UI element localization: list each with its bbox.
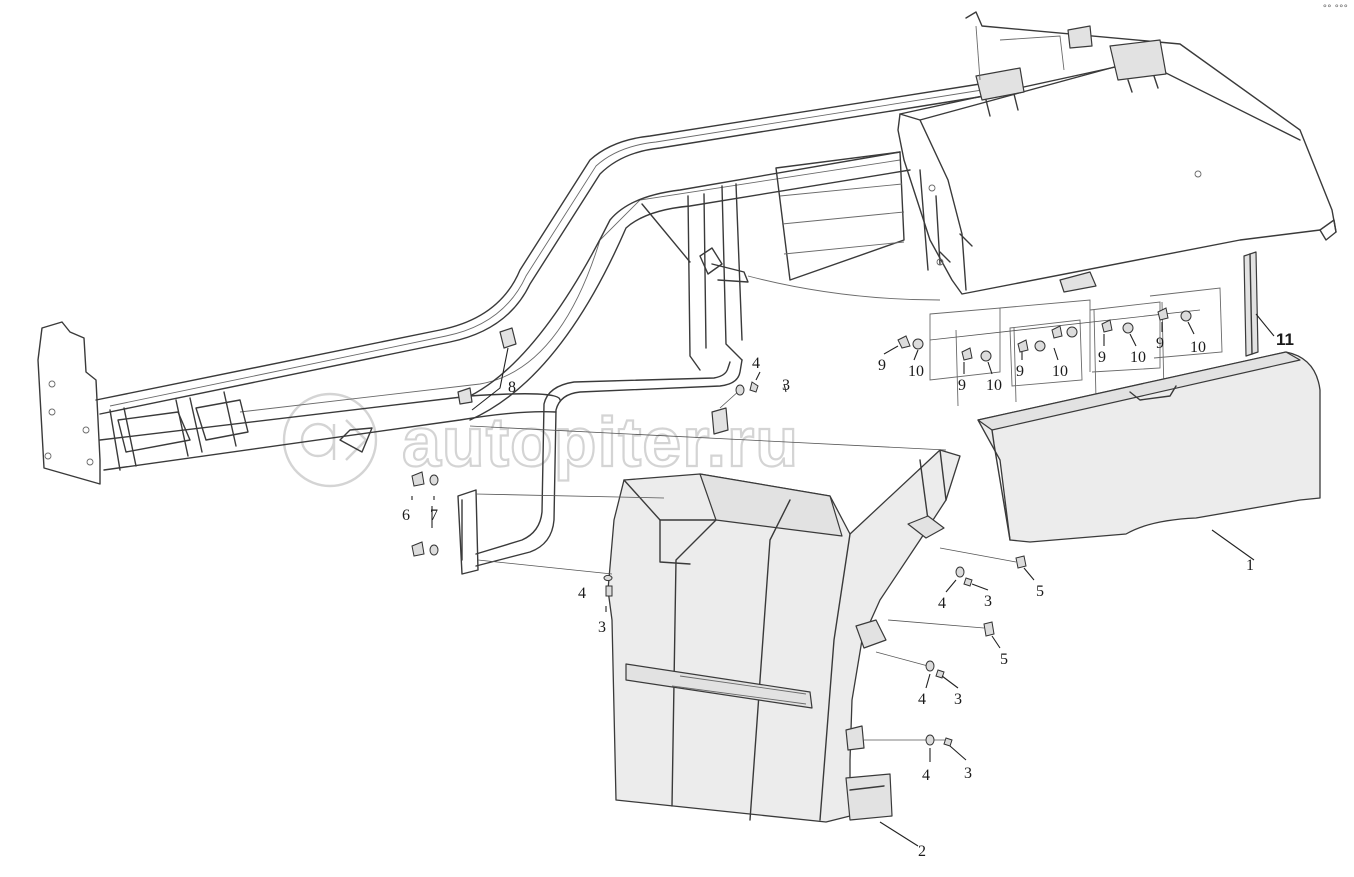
callout-9: 9 [1016, 363, 1024, 380]
callout-3: 3 [954, 691, 962, 708]
callout-5: 5 [1036, 583, 1044, 600]
callout-7: 7 [430, 507, 438, 524]
callout-4: 4 [922, 767, 930, 784]
callout-10: 10 [1130, 349, 1146, 366]
callout-10: 10 [1052, 363, 1068, 380]
rear-wheel-fender [977, 351, 1321, 543]
mounting-brackets [929, 287, 1223, 407]
assembly-lines [469, 389, 1017, 741]
fasteners [411, 307, 1192, 747]
callout-10: 10 [1190, 339, 1206, 356]
chassis-frame [37, 75, 1001, 575]
callout-8: 8 [508, 379, 516, 396]
callout-4: 4 [578, 585, 586, 602]
watermark-text: autopiter.ru [402, 403, 799, 481]
callout-4: 4 [752, 355, 760, 372]
callout-6: 6 [402, 507, 410, 524]
callout-9: 9 [878, 357, 886, 374]
callout-9: 9 [958, 377, 966, 394]
corner-mark: °° °°° [1322, 4, 1348, 14]
callout-ticks [605, 321, 1195, 762]
callout-1: 1 [1246, 557, 1254, 574]
callout-5: 5 [1000, 651, 1008, 668]
callout-3: 3 [964, 765, 972, 782]
leader-lines [411, 313, 1275, 847]
callout-9: 9 [1156, 335, 1164, 352]
callout-4: 4 [918, 691, 926, 708]
callout-11: 11 [1276, 330, 1294, 349]
callout-10: 10 [908, 363, 924, 380]
callout-3: 3 [984, 593, 992, 610]
callout-9: 9 [1098, 349, 1106, 366]
callout-2: 2 [918, 843, 926, 860]
callout-4: 4 [938, 595, 946, 612]
watermark: autopiter.ru [282, 392, 799, 488]
rear-platform [775, 11, 1337, 295]
callout-3: 3 [598, 619, 606, 636]
support-post [1243, 251, 1259, 357]
callout-3: 3 [782, 377, 790, 394]
front-wheel-fender [607, 407, 961, 823]
callout-labels: 1 2 3 4 3 4 3 4 3 4 3 4 5 5 6 7 8 9 10 9… [402, 330, 1294, 860]
callout-10: 10 [986, 377, 1002, 394]
